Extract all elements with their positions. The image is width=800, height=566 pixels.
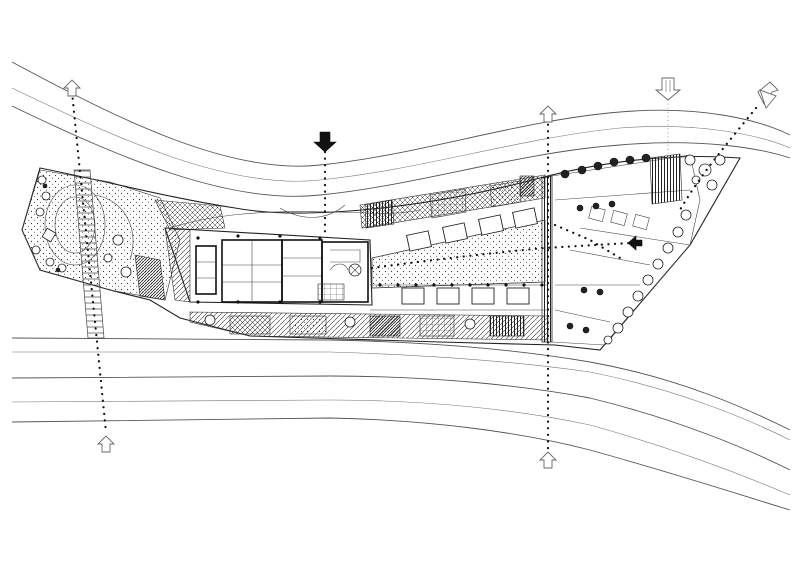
pedestrian-access-arrow-sw: [96, 435, 116, 453]
lower-road: [11, 337, 791, 511]
pedestrian-access-arrow-s: [538, 451, 558, 469]
colonnade-posts: [196, 234, 544, 304]
east-trees: [560, 153, 726, 345]
east-plaza: [551, 153, 701, 346]
upper-road: [11, 61, 791, 197]
side-entrance-arrow: [627, 235, 643, 251]
west-garden: [21, 169, 226, 301]
main-entrance-arrow: [313, 131, 337, 153]
main-building: [164, 227, 373, 306]
service-access-arrow: [757, 81, 779, 109]
circulation-routes: [70, 90, 758, 457]
vehicle-access-arrow: [654, 77, 682, 101]
south-garden-strip: [189, 311, 549, 341]
pedestrian-access-arrow-n: [538, 105, 558, 123]
east-divider: [541, 175, 553, 343]
central-plaza: [359, 174, 548, 311]
pedestrian-access-arrow-nw: [62, 79, 82, 97]
west-pedestrian-bridge: [73, 169, 105, 339]
